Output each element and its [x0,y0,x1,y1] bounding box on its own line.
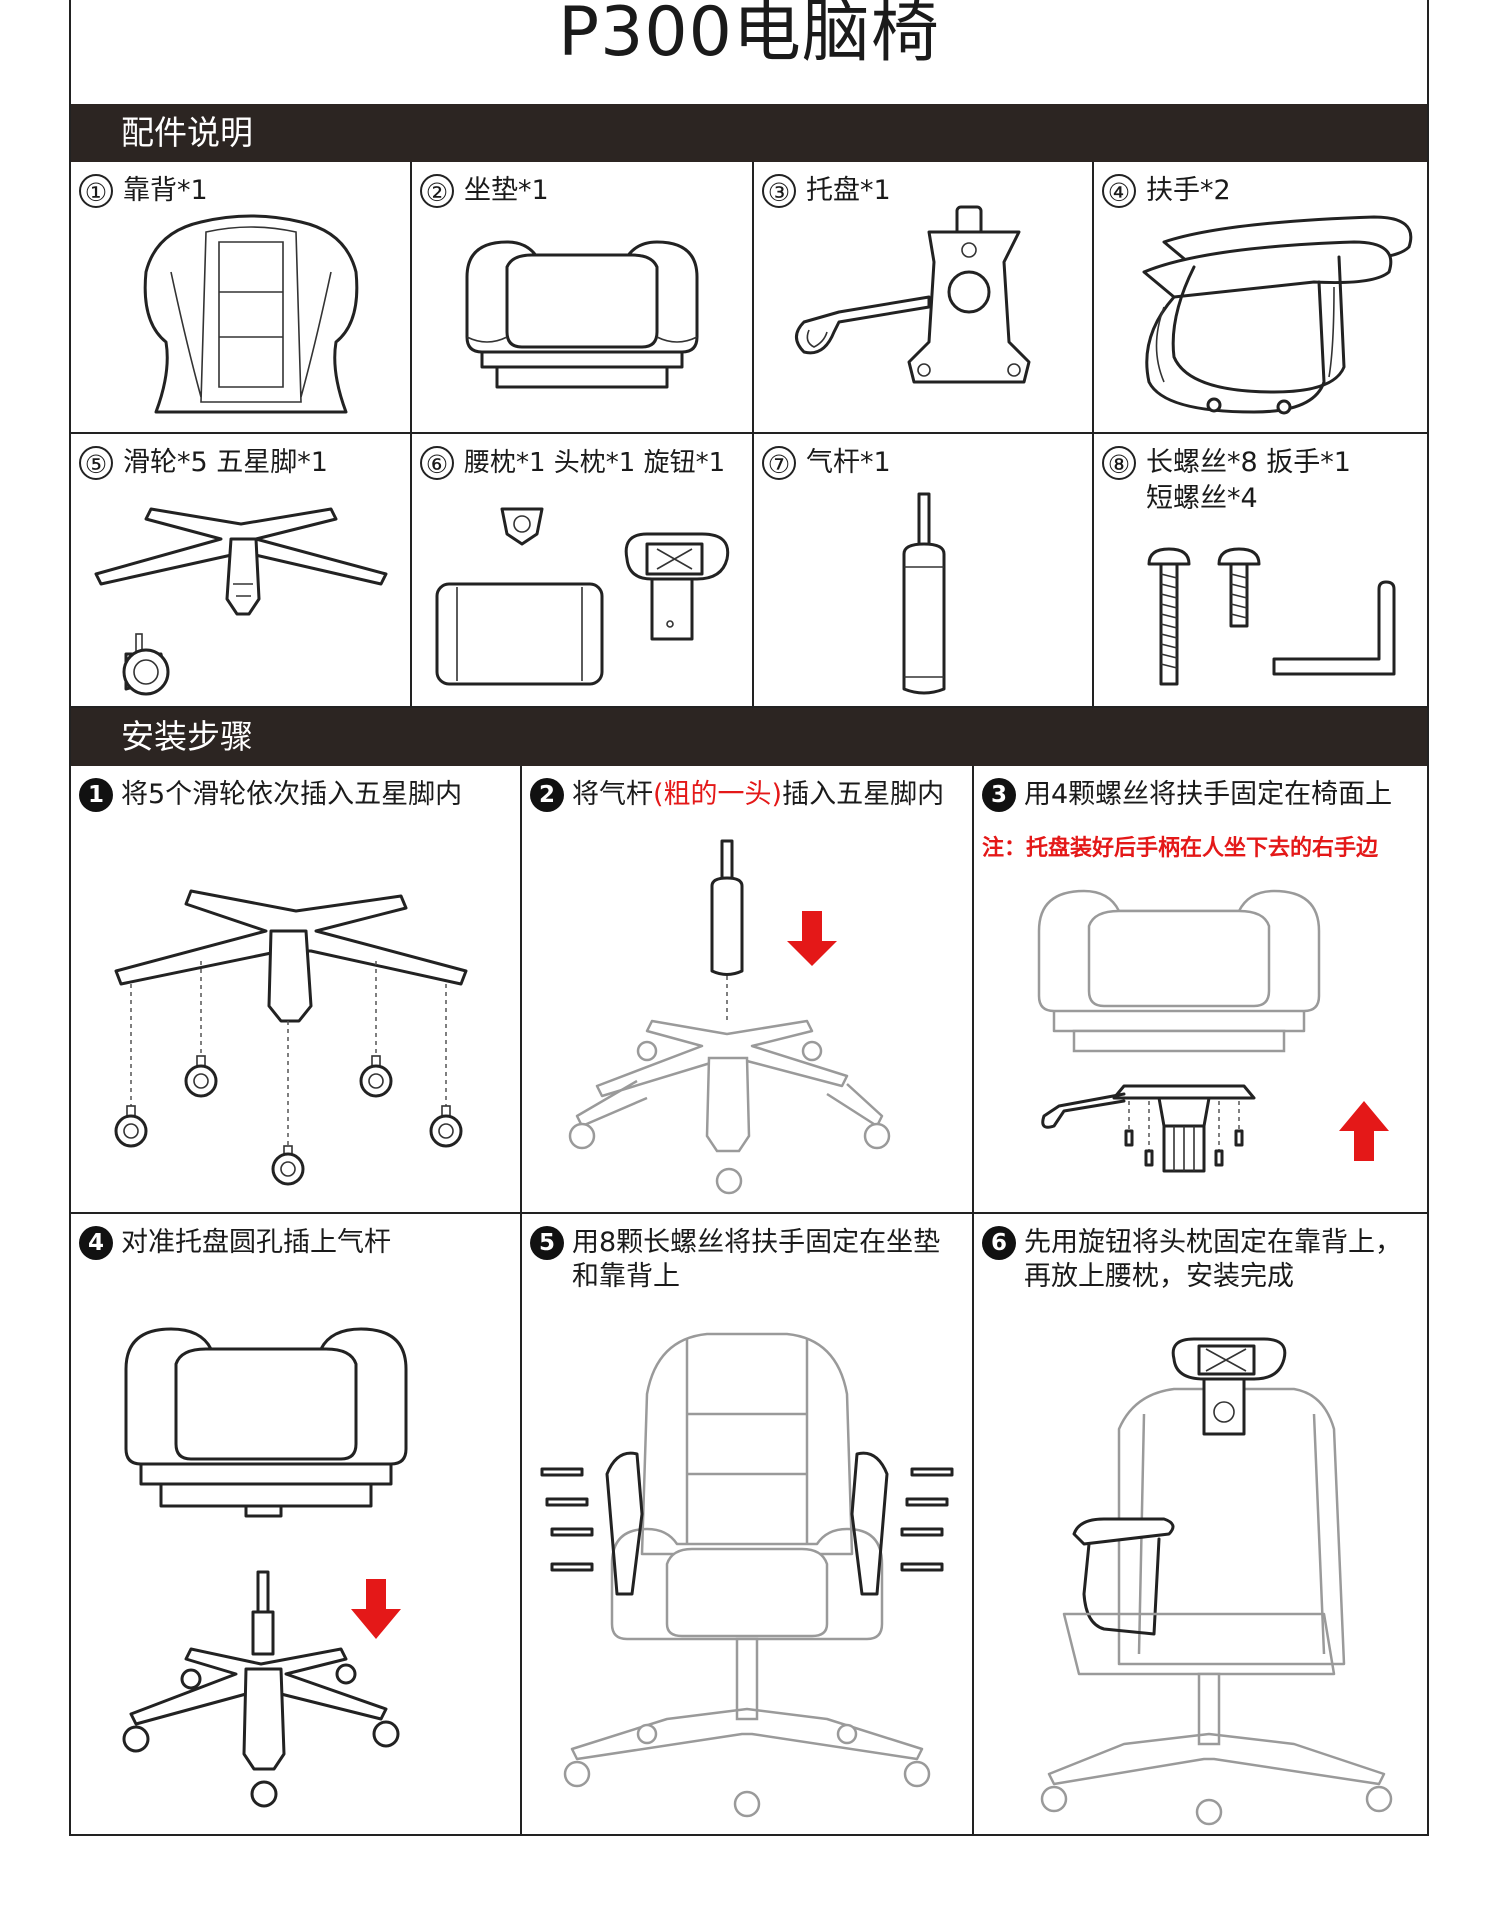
seat-cushion-icon [465,240,699,389]
divider [71,1212,1427,1214]
page-title: P300电脑椅 [558,0,940,72]
divider [972,766,974,1836]
caster-icon [184,1055,218,1098]
backrest-icon [143,214,359,414]
gas-lift-icon [902,492,946,695]
tray-mounting-illustration [1037,889,1389,1173]
divider [1092,162,1094,708]
long-screw-icon [1147,547,1191,566]
screws-wrench-icon [1147,547,1396,686]
armrest-icon [1142,215,1413,415]
divider [520,766,522,1836]
parts-section-heading: 配件说明 [71,104,1427,162]
caster-icon [114,1105,148,1148]
divider [71,706,1427,708]
down-arrow-icon [351,1579,401,1639]
armrest-icon [1072,1517,1175,1546]
base-and-caster-icon [94,507,388,696]
gas-lift-insertion-illustration [568,839,891,1195]
divider [71,432,1427,434]
gas-lift-alignment-illustration [122,1327,408,1808]
screw-icon [540,1467,954,1572]
up-arrow-icon [1339,1101,1389,1161]
caster-icon [359,1055,393,1098]
warning-note: 注：托盘装好后手柄在人坐下去的右手边 [982,836,1379,861]
caster-insertion-illustration [114,889,468,1186]
finished-chair-illustration [1040,1337,1393,1826]
divider [410,162,412,708]
caster-icon [429,1105,463,1148]
knob-icon [500,507,544,546]
steps-section-heading: 安装步骤 [71,708,1427,766]
hex-wrench-icon [1272,580,1396,676]
down-arrow-icon [787,911,837,966]
armrest-screw-illustration [540,1332,954,1818]
caster-icon [271,1145,305,1186]
lumbar-pillow-icon [435,582,604,686]
divider [752,162,754,708]
pillow-headrest-knob-icon [435,507,730,686]
short-screw-icon [1217,547,1261,566]
tray-mechanism-icon [795,205,1031,384]
